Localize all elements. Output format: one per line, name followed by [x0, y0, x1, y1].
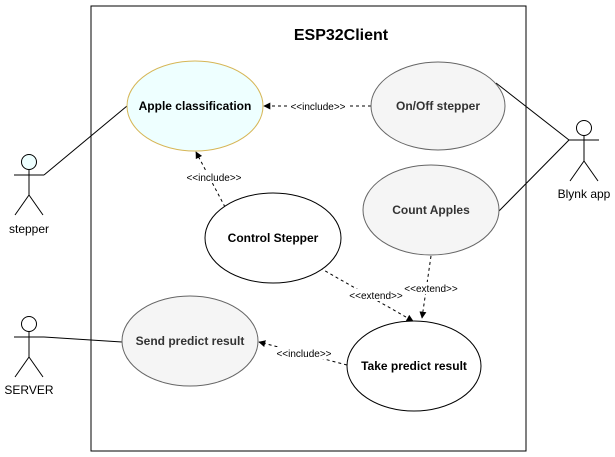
association-blynk-onoff [495, 82, 570, 141]
use-case-control-stepper[interactable]: Control Stepper [204, 192, 342, 284]
association-server-send [43, 336, 123, 343]
actor-server[interactable]: SERVER [4, 316, 54, 398]
actor-blynk-app[interactable]: Blynk app [558, 120, 611, 202]
use-case-apple-classification[interactable]: Apple classification [126, 60, 264, 152]
actor-label: Blynk app [558, 187, 611, 201]
label-count-extend: <<extend>> [404, 284, 458, 295]
label-onoff-include: <<include>> [290, 102, 345, 113]
use-case-label: On/Off stepper [396, 99, 480, 113]
associations [43, 82, 570, 343]
label-control-extend: <<extend>> [349, 291, 403, 302]
association-blynk-count [498, 139, 570, 212]
use-case-count-apples[interactable]: Count Apples [362, 164, 500, 256]
use-case-label: Control Stepper [228, 231, 319, 245]
label-take-include: <<include>> [276, 349, 331, 360]
use-case-onoff-stepper[interactable]: On/Off stepper [370, 61, 506, 151]
use-case-label: Take predict result [361, 359, 467, 373]
actor-stepper[interactable]: stepper [9, 154, 49, 237]
actor-head-icon [576, 120, 592, 136]
system-title: ESP32Client [294, 27, 389, 44]
actor-head-icon [21, 154, 37, 170]
actor-label: stepper [9, 222, 49, 236]
actor-head-icon [21, 316, 37, 332]
actor-label: SERVER [4, 383, 53, 397]
use-case-send-predict-result[interactable]: Send predict result [121, 295, 259, 387]
relation-labels: <<include>> <<include>> <<extend>> <<ext… [183, 100, 460, 360]
use-case-label: Apple classification [139, 99, 252, 113]
label-control-include: <<include>> [186, 173, 241, 184]
use-case-label: Count Apples [392, 203, 470, 217]
use-case-take-predict-result[interactable]: Take predict result [346, 320, 482, 412]
association-stepper-apple [43, 105, 128, 176]
use-case-label: Send predict result [136, 334, 245, 348]
